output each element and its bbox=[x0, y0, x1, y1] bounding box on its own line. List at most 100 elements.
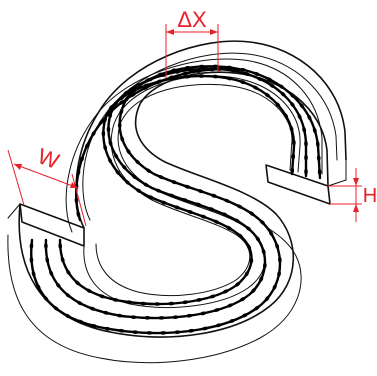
wire-bead bbox=[223, 198, 230, 203]
height-label: H bbox=[363, 185, 377, 207]
wire-bead bbox=[168, 75, 175, 80]
delta-x-arrow-right bbox=[210, 29, 218, 35]
wire-bead bbox=[181, 198, 189, 203]
wire-bead bbox=[154, 302, 161, 306]
wire-bead bbox=[130, 315, 137, 319]
wire-bead bbox=[142, 85, 149, 91]
wire-bead bbox=[249, 257, 254, 264]
wire-bead bbox=[74, 280, 81, 286]
wire-bead bbox=[269, 83, 275, 88]
wire-bead bbox=[130, 88, 137, 93]
wire-bead bbox=[184, 184, 191, 189]
wire-bead bbox=[124, 179, 131, 185]
wire-bead bbox=[90, 323, 97, 328]
width-extension-right bbox=[71, 173, 87, 227]
end-cap-right-top bbox=[327, 179, 347, 187]
wire-bead bbox=[259, 275, 264, 283]
wire-bead bbox=[76, 300, 83, 306]
wire-bead bbox=[312, 127, 317, 134]
wire-bead bbox=[277, 270, 281, 277]
wire-bead bbox=[174, 330, 181, 335]
wire-bead bbox=[160, 200, 167, 205]
wire-bead bbox=[130, 92, 136, 97]
outer-wall-top-edge bbox=[18, 71, 329, 338]
wire-bead bbox=[135, 159, 141, 165]
end-cap-left-edge bbox=[7, 203, 21, 219]
wire-bead bbox=[106, 126, 111, 133]
wire-bead bbox=[188, 328, 195, 333]
wire-bead bbox=[173, 205, 181, 210]
wire-bead bbox=[200, 214, 207, 219]
wire-bead bbox=[212, 64, 219, 69]
wire-bead bbox=[304, 140, 308, 147]
wire-bead bbox=[299, 102, 305, 109]
wire-bead bbox=[209, 294, 216, 299]
wire-bead bbox=[181, 71, 188, 76]
wire-bead bbox=[184, 74, 191, 79]
wire-bead bbox=[147, 77, 154, 82]
wire-bead bbox=[213, 308, 220, 313]
wire-bead bbox=[29, 256, 34, 264]
wire-bead bbox=[144, 316, 151, 320]
wire-bead bbox=[201, 67, 209, 71]
dimension-delta-x: ΔX bbox=[165, 7, 219, 78]
wire-bead bbox=[200, 311, 207, 316]
wire-bead bbox=[213, 219, 220, 224]
wire-bead bbox=[145, 168, 152, 174]
wire-bead bbox=[222, 289, 229, 294]
wire-bead bbox=[226, 76, 233, 81]
wire-bead bbox=[272, 284, 277, 291]
wire-bead bbox=[290, 167, 295, 174]
wire-bead bbox=[241, 313, 248, 318]
wire-bead bbox=[226, 303, 234, 308]
wire-bead bbox=[160, 73, 167, 77]
wire-bead bbox=[135, 188, 142, 193]
wire-bead bbox=[243, 71, 250, 76]
wire-bead bbox=[49, 270, 54, 277]
wire-bead bbox=[103, 144, 108, 151]
wire-bead bbox=[248, 211, 255, 216]
wire-bead bbox=[316, 154, 321, 162]
wire-bead bbox=[58, 242, 63, 250]
wire-bead bbox=[120, 135, 125, 143]
wire-bead bbox=[44, 242, 48, 250]
wire-bead bbox=[36, 283, 41, 290]
wire-bead bbox=[268, 230, 274, 237]
wire-bead bbox=[79, 155, 84, 163]
wire-bead bbox=[172, 315, 179, 319]
wire-bead bbox=[140, 301, 147, 306]
s-channel-body bbox=[7, 40, 347, 364]
wire-bead bbox=[234, 218, 240, 223]
wire-bead bbox=[237, 233, 244, 239]
outer-wall-upper-left-lip bbox=[82, 52, 338, 221]
wire-bead bbox=[108, 109, 114, 115]
wire-bead bbox=[239, 296, 246, 302]
wire-bead bbox=[278, 256, 282, 264]
wire-bead bbox=[244, 270, 250, 277]
wire-bead bbox=[31, 270, 36, 277]
wire-bead bbox=[102, 310, 110, 315]
wire-bead bbox=[76, 169, 81, 176]
wire-bead bbox=[253, 305, 260, 311]
width-extension-left bbox=[7, 149, 25, 206]
wire-bead bbox=[187, 67, 195, 72]
wire-bead bbox=[168, 301, 175, 306]
wire-bead bbox=[134, 83, 141, 88]
wire-bead bbox=[76, 211, 81, 218]
wire-bead bbox=[253, 71, 260, 76]
wire-bead bbox=[43, 295, 49, 302]
lower-bowl-floor-inner bbox=[95, 75, 301, 297]
wire-bead bbox=[289, 92, 295, 98]
wire-bead bbox=[89, 306, 96, 311]
wire-bead bbox=[264, 92, 271, 98]
wire-bead bbox=[168, 193, 175, 198]
wire-bead bbox=[99, 119, 104, 125]
wire-bead bbox=[195, 202, 202, 207]
wire-bead bbox=[101, 130, 106, 137]
wire-bead bbox=[195, 69, 202, 73]
wire-bead bbox=[187, 209, 194, 214]
wire-bead bbox=[119, 108, 124, 115]
wire-run-middle bbox=[44, 67, 308, 320]
wire-bead bbox=[45, 256, 50, 264]
delta-x-arrow-left bbox=[166, 29, 174, 35]
